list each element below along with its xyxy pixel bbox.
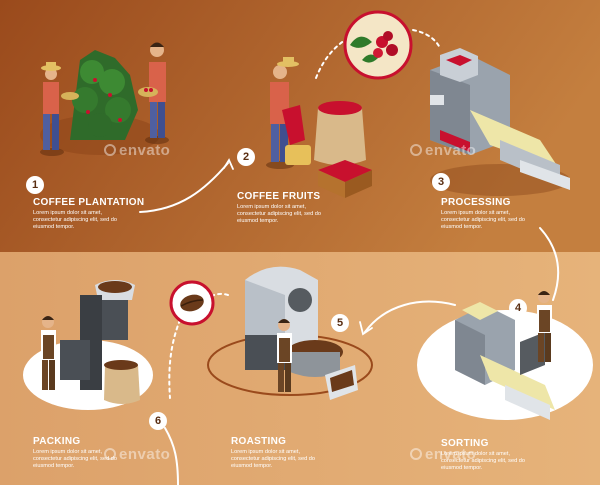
step-3-description: Lorem ipsum dolor sit amet, consectetur … xyxy=(441,210,525,230)
watermark: envato xyxy=(410,142,476,159)
roasting-machine-illustration xyxy=(169,266,373,400)
step-6-title: PACKING xyxy=(33,436,81,447)
coffee-bean-icon xyxy=(169,280,215,326)
step-5-number: 5 xyxy=(331,314,349,332)
step-1-description: Lorem ipsum dolor sit amet, consectetur … xyxy=(33,210,117,230)
watermark: envato xyxy=(104,446,170,463)
watermark-logo-icon xyxy=(104,144,116,156)
step-2-title: COFFEE FRUITS xyxy=(237,191,321,202)
step-3-title: PROCESSING xyxy=(441,197,511,208)
step-4-description: Lorem ipsum dolor sit amet, consectetur … xyxy=(441,451,525,471)
watermark-logo-icon xyxy=(104,448,116,460)
step-4-number: 4 xyxy=(509,299,527,317)
step-4-title: SORTING xyxy=(441,438,489,449)
watermark-logo-icon xyxy=(410,144,422,156)
watermark-text: envato xyxy=(119,446,171,463)
watermark: envato xyxy=(410,446,476,463)
step-6-number: 6 xyxy=(149,412,167,430)
flow-connectors xyxy=(139,29,560,485)
step-6-description: Lorem ipsum dolor sit amet, consectetur … xyxy=(33,449,117,469)
step-5-description: Lorem ipsum dolor sit amet, consectetur … xyxy=(231,449,315,469)
coffee-plantation-illustration xyxy=(40,42,169,156)
watermark-text: envato xyxy=(425,142,477,159)
processing-machine-illustration xyxy=(430,48,570,196)
coffee-fruits-illustration xyxy=(266,10,413,198)
watermark-text: envato xyxy=(425,446,477,463)
sorting-machine-illustration xyxy=(417,291,593,420)
step-2-number: 2 xyxy=(237,148,255,166)
packing-machine-illustration xyxy=(23,280,153,410)
step-5-title: ROASTING xyxy=(231,436,287,447)
step-1-title: COFFEE PLANTATION xyxy=(33,197,145,208)
watermark-text: envato xyxy=(119,142,171,159)
watermark-logo-icon xyxy=(410,448,422,460)
step-1-number: 1 xyxy=(26,176,44,194)
step-2-description: Lorem ipsum dolor sit amet, consectetur … xyxy=(237,204,321,224)
watermark: envato xyxy=(104,142,170,159)
step-3-number: 3 xyxy=(432,173,450,191)
